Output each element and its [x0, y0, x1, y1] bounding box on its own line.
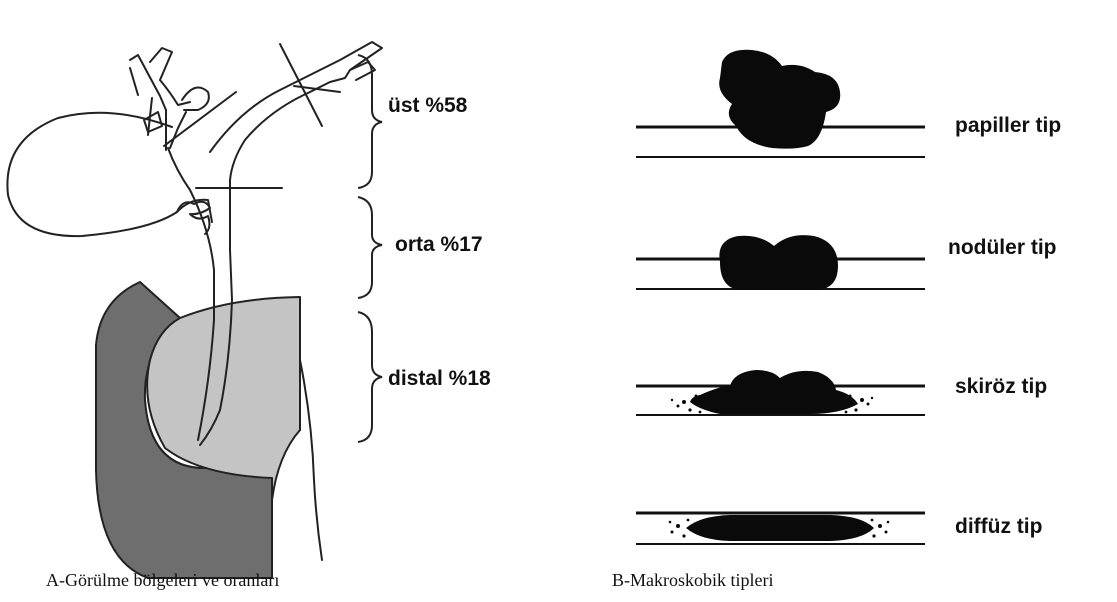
diffuse-type-drawing [636, 513, 925, 544]
type-label-diffuse: diffüz tip [955, 515, 1042, 539]
region-braces [358, 55, 382, 442]
papillary-tumor [719, 50, 840, 149]
papillary-type-drawing [636, 50, 925, 157]
right-hepatic-branch [210, 42, 382, 180]
descending-line [300, 360, 322, 560]
region-label-distal: distal %18 [388, 367, 491, 391]
brace-middle [358, 197, 382, 298]
left-hepatic-loop [182, 88, 209, 111]
upper-cut-line-3 [294, 86, 340, 92]
brace-upper [358, 55, 382, 188]
type-label-papillary: papiller tip [955, 114, 1061, 138]
scirrhous-tumor [690, 370, 858, 414]
region-label-upper: üst %58 [388, 94, 467, 118]
caption-panel-a: A-Görülme bölgeleri ve oranları [46, 570, 279, 591]
caption-panel-b: B-Makroskobik tipleri [612, 570, 773, 591]
diffuse-tumor [686, 515, 874, 541]
nodular-tumor [719, 235, 838, 290]
upper-cut-line-2 [280, 44, 322, 126]
scirrhous-type-drawing [636, 370, 925, 415]
brace-distal [358, 312, 382, 442]
region-label-middle: orta %17 [395, 233, 483, 257]
macroscopic-types [636, 50, 925, 544]
type-label-scirrhous: skiröz tip [955, 375, 1047, 399]
anatomy-diagram [7, 42, 382, 578]
nodular-type-drawing [636, 235, 925, 290]
type-label-nodular: nodüler tip [948, 236, 1057, 260]
gallbladder [7, 113, 212, 236]
